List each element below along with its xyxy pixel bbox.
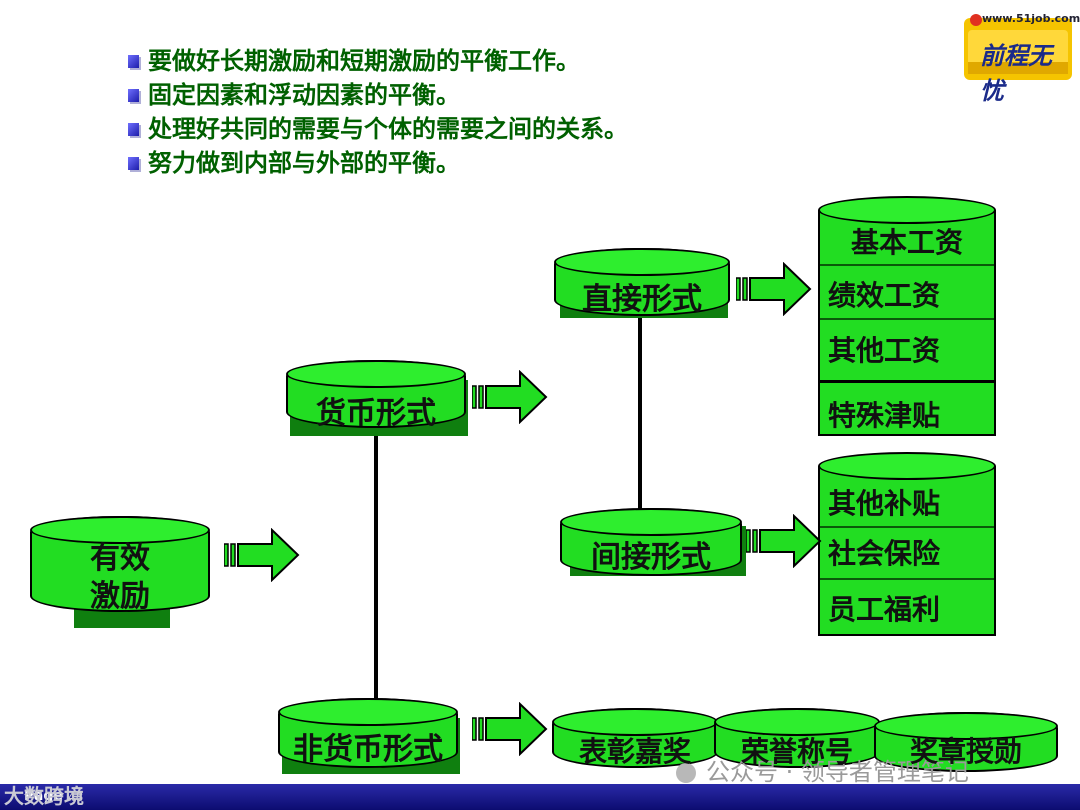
- arrow-right-icon: [472, 370, 548, 424]
- node-indirect: 间接形式: [560, 508, 742, 576]
- arrow-right-icon: [746, 514, 822, 568]
- stack-top: [818, 196, 996, 224]
- arrow-right-icon: [224, 528, 300, 582]
- indirect-items-stack: 其他补贴 社会保险 员工福利: [818, 452, 996, 636]
- bullet-list: 要做好长期激励和短期激励的平衡工作。 固定因素和浮动因素的平衡。 处理好共同的需…: [128, 44, 888, 180]
- bullet-square-icon: [128, 123, 139, 136]
- node-label: 货币形式: [316, 396, 436, 431]
- connector-direct-indirect: [638, 315, 642, 515]
- bullet-item: 固定因素和浮动因素的平衡。: [128, 78, 888, 112]
- non-monetary-item: 奖章授勋: [874, 712, 1058, 772]
- watermark-left: 大数跨境: [4, 784, 84, 808]
- indirect-item: 社会保险: [820, 526, 994, 580]
- non-monetary-item: 表彰嘉奖: [552, 708, 718, 768]
- indirect-item: 员工福利: [820, 578, 994, 634]
- stack-top: [818, 452, 996, 480]
- node-monetary: 货币形式: [286, 360, 466, 431]
- bullet-item: 努力做到内部与外部的平衡。: [128, 146, 888, 180]
- direct-item: 基本工资: [850, 226, 963, 259]
- page-label: Page: [24, 788, 63, 804]
- connector-monetary-nonmonetary: [374, 432, 378, 702]
- node-label: 非货币形式: [293, 732, 443, 767]
- direct-items-stack: 基本工资 绩效工资 其他工资 特殊津贴: [818, 196, 996, 436]
- watermark-right: 公众号 · 领导者管理笔记: [676, 752, 969, 787]
- node-non-monetary: 非货币形式: [278, 698, 458, 768]
- node-direct: 直接形式: [554, 248, 730, 317]
- arrow-right-icon: [472, 702, 548, 756]
- company-logo: www.51job.com 前程无忧: [962, 10, 1080, 105]
- wechat-icon: [676, 763, 696, 783]
- direct-item: 其他工资: [820, 318, 994, 380]
- bullet-item: 处理好共同的需要与个体的需要之间的关系。: [128, 112, 888, 146]
- arrow-right-icon: [736, 262, 812, 316]
- bullet-square-icon: [128, 55, 139, 68]
- bullet-square-icon: [128, 157, 139, 170]
- node-label: 直接形式: [582, 282, 702, 317]
- footer-bar: [0, 784, 1080, 810]
- page-number: 48: [68, 790, 84, 804]
- logo-name: 前程无忧: [980, 42, 1052, 105]
- bullet-square-icon: [128, 89, 139, 102]
- logo-url: www.51job.com: [982, 12, 1080, 25]
- node-label: 有效 激励: [90, 541, 150, 614]
- node-effective-incentive: 有效 激励: [30, 516, 210, 614]
- direct-item: 绩效工资: [820, 264, 994, 320]
- bullet-item: 要做好长期激励和短期激励的平衡工作。: [128, 44, 888, 78]
- direct-item: 特殊津贴: [820, 380, 994, 434]
- non-monetary-item: 荣誉称号: [714, 708, 880, 768]
- node-label: 间接形式: [591, 540, 711, 575]
- indirect-item: 其他补贴: [828, 487, 941, 520]
